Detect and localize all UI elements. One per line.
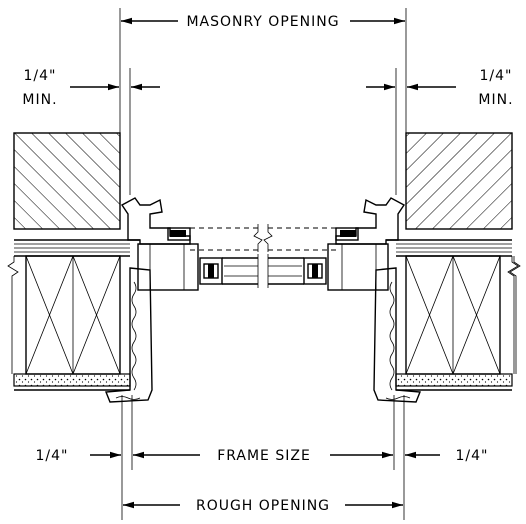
rough-opening-label: ROUGH OPENING [196,498,330,514]
left-min-dimension: 1/4" MIN. [22,68,160,195]
masonry-opening-dimension: MASONRY OPENING [119,8,407,135]
left-window-frame [120,197,191,245]
left-min-note: MIN. [22,92,57,108]
left-min-value: 1/4" [24,68,57,84]
right-masonry-block [405,132,513,230]
right-jamb-section [263,132,519,403]
left-masonry-block [13,132,121,230]
right-min-value: 1/4" [480,68,513,84]
right-gypsum-board [395,373,513,387]
left-gap-label: 1/4" [36,448,69,464]
frame-size-dimension: 1/4" FRAME SIZE 1/4" [36,395,489,520]
right-window-frame [335,197,406,245]
masonry-opening-label: MASONRY OPENING [186,14,339,30]
right-gap-label: 1/4" [456,448,489,464]
right-min-dimension: 1/4" MIN. [366,68,513,195]
rough-opening-dimension: ROUGH OPENING [122,498,403,514]
frame-size-label: FRAME SIZE [217,448,311,464]
right-min-note: MIN. [478,92,513,108]
left-jamb-section [7,132,263,403]
left-gypsum-board [13,373,131,387]
